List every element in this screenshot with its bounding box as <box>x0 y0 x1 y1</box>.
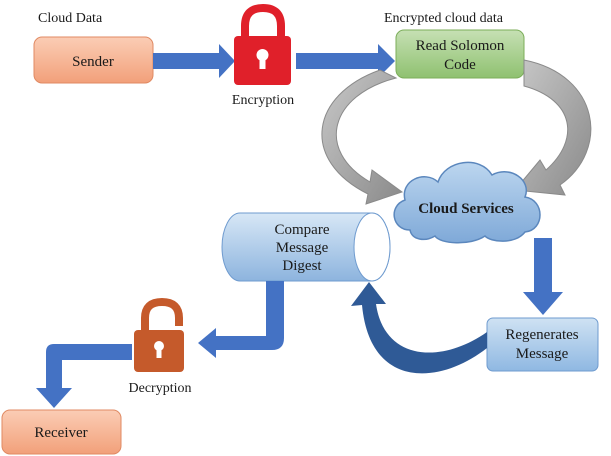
caption-decryption: Decryption <box>129 381 192 396</box>
cloud-services-node: Cloud Services <box>393 161 541 244</box>
compare-digest-node: Compare Message Digest <box>221 212 391 282</box>
caption-encrypted-cloud-data: Encrypted cloud data <box>384 11 504 26</box>
sender-node: Sender <box>33 36 154 84</box>
regenerates-label-line2: Message <box>516 346 569 362</box>
regenerates-node: Regenerates Message <box>486 317 599 372</box>
unlocked-padlock-icon <box>134 297 184 372</box>
compare-digest-label-line3: Digest <box>282 258 322 274</box>
read-solomon-node: Read Solomon Code <box>395 29 525 79</box>
locked-padlock-icon <box>234 3 291 85</box>
cloud-services-label: Cloud Services <box>418 201 514 217</box>
gray-arrow-right <box>514 59 592 196</box>
arrow-decryption-to-receiver <box>36 344 132 408</box>
caption-cloud-data: Cloud Data <box>38 11 103 26</box>
arrow-cloud-to-regenerates <box>523 238 563 315</box>
gray-arrow-left <box>321 69 404 205</box>
read-solomon-label-line1: Read Solomon <box>416 38 505 54</box>
compare-digest-label-line1: Compare <box>275 222 330 238</box>
receiver-label: Receiver <box>34 425 87 441</box>
arrow-sender-to-encryption <box>153 44 235 78</box>
arrow-regenerates-to-compare <box>351 282 487 374</box>
compare-digest-label-line2: Message <box>276 240 329 256</box>
read-solomon-label-line2: Code <box>444 57 476 73</box>
regenerates-label-line1: Regenerates <box>505 327 578 343</box>
caption-encryption: Encryption <box>232 93 294 108</box>
sender-label: Sender <box>72 54 114 70</box>
arrow-encryption-to-read-solomon <box>296 44 395 78</box>
arrow-compare-to-decryption <box>198 281 284 358</box>
receiver-node: Receiver <box>1 409 122 455</box>
